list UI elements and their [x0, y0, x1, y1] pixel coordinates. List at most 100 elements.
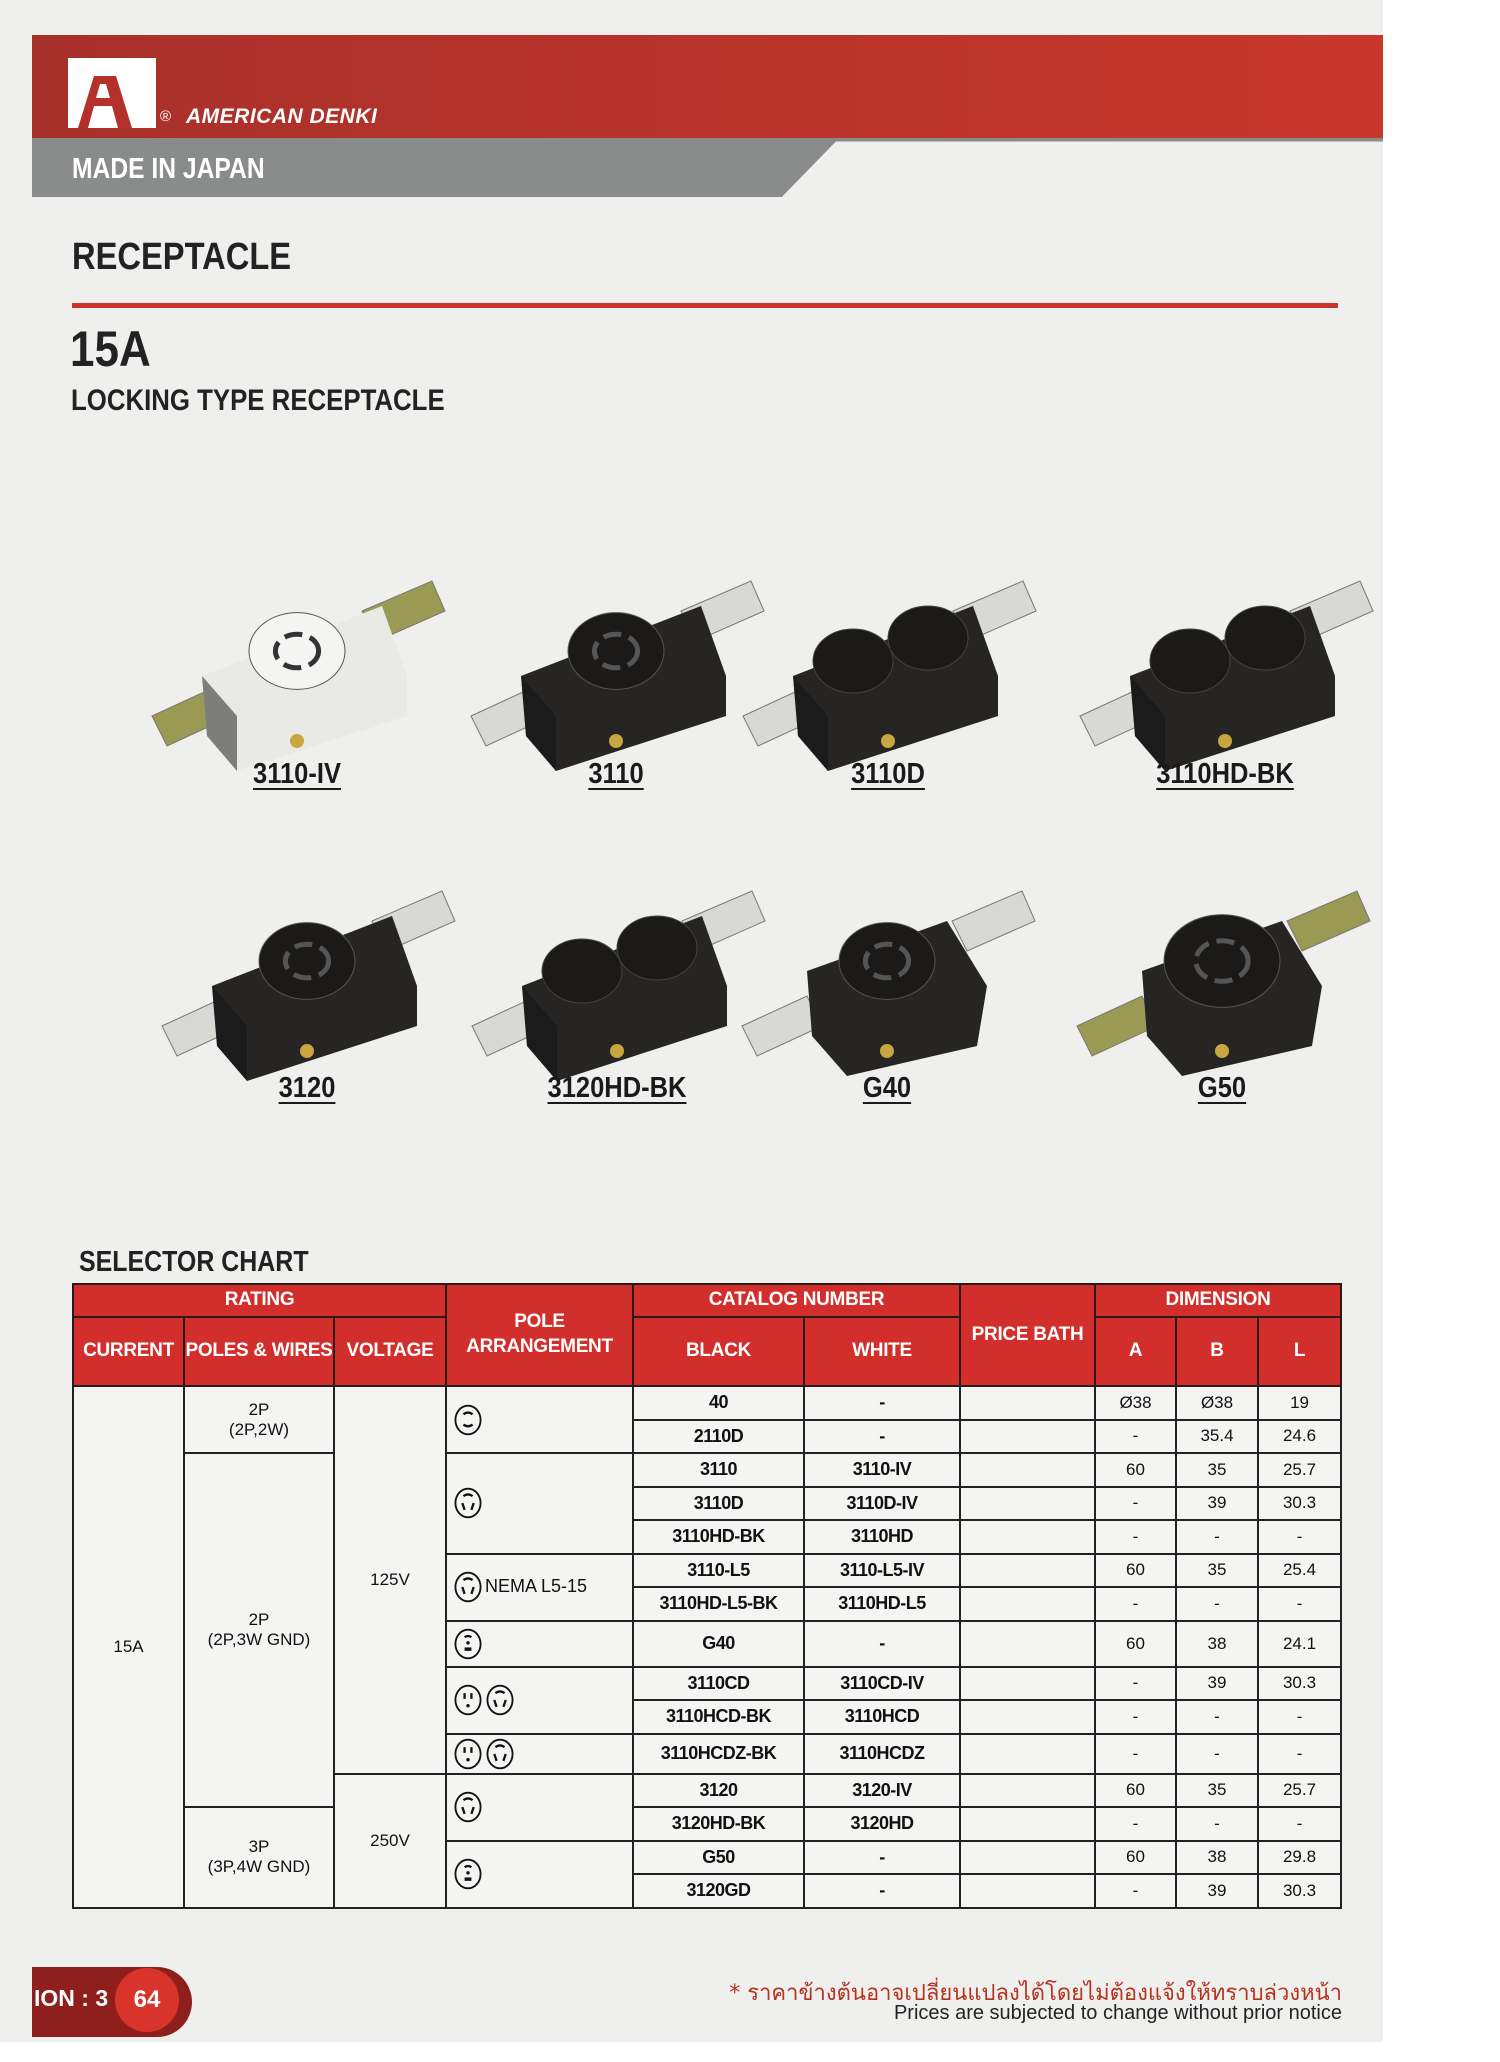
- pole-arrangement-icon: [454, 1488, 482, 1519]
- selector-chart-title: SELECTOR CHART: [79, 1246, 309, 1278]
- pole-arrangement-icon: [454, 1858, 482, 1890]
- a-cell: -: [1094, 1418, 1178, 1454]
- pole-arrangement-icon: [486, 1738, 514, 1769]
- price-cell: [959, 1772, 1097, 1808]
- product-image-3110hd-bk: [1075, 566, 1375, 776]
- registered-mark: ®: [160, 108, 172, 125]
- poles-count: 3P: [248, 1837, 270, 1857]
- header-black: BLACK: [632, 1316, 805, 1387]
- black-cell: 3110HCDZ-BK: [632, 1732, 805, 1775]
- product-image-g50: [1072, 876, 1372, 1086]
- product-image-3120: [157, 876, 457, 1086]
- l-cell: 30.3: [1257, 1873, 1343, 1909]
- black-cell: 3120GD: [632, 1873, 805, 1909]
- divider: [72, 303, 1338, 308]
- price-note-thai: * ราคาข้างต้นอาจเปลี่ยนแปลงได้โดยไม่ต้อง…: [729, 1981, 1342, 2006]
- black-cell: G40: [632, 1619, 805, 1668]
- b-cell: -: [1175, 1586, 1260, 1622]
- b-cell: 35: [1175, 1772, 1260, 1808]
- poles-count: 2P: [248, 1610, 270, 1629]
- product-label: G50: [1197, 1072, 1247, 1104]
- a-cell: -: [1094, 1485, 1178, 1521]
- b-cell: 38: [1175, 1839, 1260, 1875]
- black-cell: 3120: [632, 1772, 805, 1808]
- price-cell: [959, 1385, 1097, 1421]
- product-label: 3120: [278, 1072, 336, 1104]
- a-cell: 60: [1094, 1839, 1178, 1875]
- white-cell: 3120-IV: [802, 1772, 962, 1808]
- price-cell: [959, 1806, 1097, 1842]
- catalog-page: ® AMERICAN DENKI MADE IN JAPAN RECEPTACL…: [0, 0, 1383, 2042]
- white-cell: 3120HD: [802, 1806, 962, 1842]
- header-poles: POLES & WIRES: [183, 1316, 335, 1387]
- poles-cell: 2P(2P,3W GND): [183, 1452, 335, 1808]
- pole-arrangement-cell: [445, 1732, 634, 1775]
- white-cell: 3110HD: [802, 1519, 962, 1555]
- pole-arrangement-icon: [454, 1404, 482, 1435]
- white-cell: 3110-IV: [802, 1452, 962, 1488]
- l-cell: -: [1257, 1586, 1343, 1622]
- header-dimension: DIMENSION: [1094, 1283, 1343, 1318]
- b-cell: 35: [1175, 1452, 1260, 1488]
- section-label: ION : 3: [34, 1985, 109, 2011]
- white-cell: 3110HD-L5: [802, 1586, 962, 1622]
- l-cell: 29.8: [1257, 1839, 1343, 1875]
- black-cell: 3110D: [632, 1485, 805, 1521]
- black-cell: 3110HCD-BK: [632, 1699, 805, 1735]
- header-voltage: VOLTAGE: [333, 1316, 447, 1387]
- a-cell: -: [1094, 1665, 1178, 1701]
- pole-arrangement-cell: [445, 1385, 634, 1454]
- header-catalog-number: CATALOG NUMBER: [631, 1283, 962, 1318]
- price-cell: [959, 1839, 1097, 1875]
- l-cell: 24.1: [1257, 1619, 1343, 1668]
- pole-arrangement-icon: [486, 1684, 514, 1716]
- l-cell: 19: [1257, 1385, 1343, 1421]
- header-dim-l: L: [1257, 1316, 1343, 1387]
- pole-arrangement-icon: [454, 1628, 482, 1659]
- selector-chart-table: RATING POLE ARRANGEMENT CATALOG NUMBER P…: [72, 1283, 1343, 1909]
- a-cell: -: [1094, 1806, 1178, 1842]
- made-in-japan: MADE IN JAPAN: [72, 153, 265, 185]
- price-cell: [959, 1873, 1097, 1909]
- a-cell: -: [1094, 1873, 1178, 1909]
- black-cell: 3110CD: [632, 1665, 805, 1701]
- b-cell: 35.4: [1175, 1418, 1260, 1454]
- nema-label: NEMA L5-15: [485, 1575, 588, 1596]
- b-cell: 39: [1175, 1873, 1260, 1909]
- product-image-3110: [466, 566, 766, 776]
- pole-arrangement-icon: [454, 1684, 482, 1716]
- white-cell: -: [802, 1873, 962, 1909]
- black-cell: 3110: [632, 1452, 805, 1488]
- price-cell: [959, 1418, 1097, 1454]
- l-cell: -: [1257, 1732, 1343, 1775]
- poles-count: 2P: [248, 1399, 270, 1419]
- price-cell: [959, 1552, 1097, 1588]
- pole-arrangement-cell: [445, 1772, 634, 1842]
- a-cell: -: [1094, 1586, 1178, 1622]
- white-cell: 3110HCD: [802, 1699, 962, 1735]
- l-cell: -: [1257, 1806, 1343, 1842]
- a-cell: 60: [1094, 1552, 1178, 1588]
- current-cell: 15A: [72, 1385, 185, 1909]
- voltage-cell: 250V: [333, 1772, 447, 1909]
- pole-arrangement-cell: [445, 1665, 634, 1735]
- subtitle: LOCKING TYPE RECEPTACLE: [71, 384, 445, 417]
- a-cell: 60: [1094, 1772, 1178, 1808]
- header-rating: RATING: [72, 1283, 447, 1318]
- b-cell: -: [1175, 1699, 1260, 1735]
- b-cell: -: [1175, 1806, 1260, 1842]
- brand-name: AMERICAN DENKI: [186, 105, 378, 128]
- white-cell: 3110HCDZ: [802, 1732, 962, 1775]
- poles-wires: (3P,4W GND): [207, 1857, 311, 1877]
- pole-arrangement-icon: [454, 1571, 482, 1603]
- product-label: 3110D: [851, 758, 925, 790]
- product-label: 3120HD-BK: [547, 1072, 687, 1104]
